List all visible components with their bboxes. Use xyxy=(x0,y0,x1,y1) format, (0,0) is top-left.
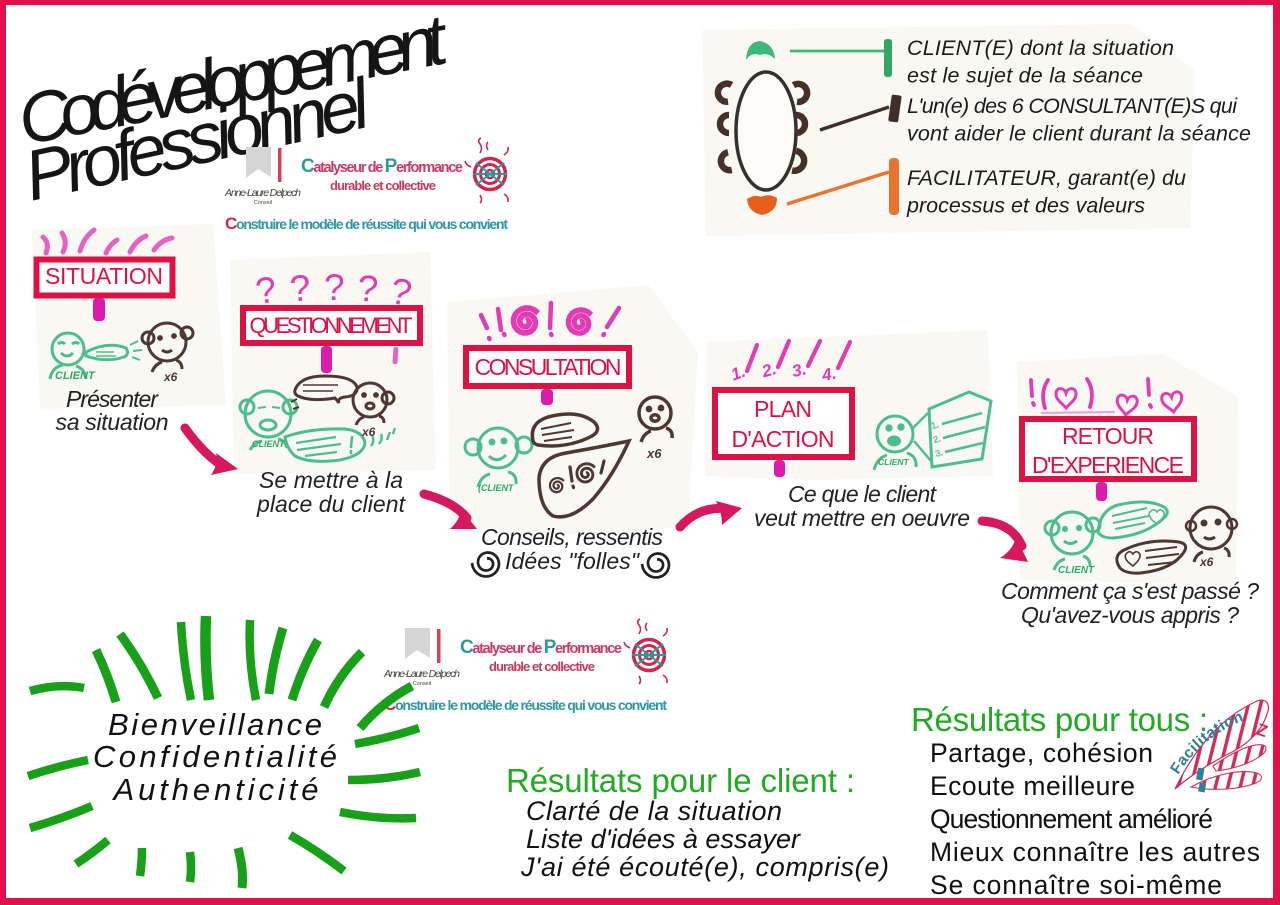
svg-text:sa situation: sa situation xyxy=(56,409,169,435)
svg-text:Résultats pour le client :: Résultats pour le client : xyxy=(506,762,855,799)
svg-text:2.: 2. xyxy=(759,359,779,381)
svg-text:Confidentialité: Confidentialité xyxy=(93,739,337,774)
svg-text:?: ? xyxy=(324,267,345,308)
svg-text:Mieux connaître les autres: Mieux connaître les autres xyxy=(930,837,1260,867)
svg-text:FACILITATEUR, garant(e) du: FACILITATEUR, garant(e) du xyxy=(907,166,1186,190)
svg-text:CLIENT: CLIENT xyxy=(252,439,286,449)
svg-text:1.: 1. xyxy=(728,362,748,385)
svg-text:PLAN: PLAN xyxy=(754,396,812,422)
svg-text:vont aider le client durant la: vont aider le client durant la séance xyxy=(907,122,1251,146)
svg-text:L'un(e) des 6 CONSULTANT(E)S q: L'un(e) des 6 CONSULTANT(E)S qui xyxy=(907,94,1238,118)
svg-text:D'ACTION: D'ACTION xyxy=(732,426,835,452)
svg-text:Conseils, ressentis: Conseils, ressentis xyxy=(481,524,664,550)
svg-text:x6: x6 xyxy=(1199,555,1214,569)
svg-text:Clarté de la situation: Clarté de la situation xyxy=(526,796,782,826)
svg-text:place du client: place du client xyxy=(256,491,407,517)
svg-text:Ce que le client: Ce que le client xyxy=(788,481,938,507)
svg-text:Authenticité: Authenticité xyxy=(112,772,319,807)
svg-text:CLIENT: CLIENT xyxy=(878,457,910,467)
svg-text:Qu'avez-vous appris ?: Qu'avez-vous appris ? xyxy=(1021,602,1239,628)
svg-text:est le sujet de la séance: est le sujet de la séance xyxy=(907,64,1143,88)
svg-text:Ecoute meilleure: Ecoute meilleure xyxy=(930,771,1135,801)
svg-text:Partage, cohésion: Partage, cohésion xyxy=(930,738,1153,768)
svg-text:x6: x6 xyxy=(646,446,662,461)
svg-text:Comment ça s'est passé ?: Comment ça s'est passé ? xyxy=(1001,578,1259,604)
svg-text:Se connaître soi-même: Se connaître soi-même xyxy=(930,870,1222,900)
svg-text:CONSULTATION: CONSULTATION xyxy=(475,354,622,380)
svg-text:x6: x6 xyxy=(361,425,376,439)
svg-text:SITUATION: SITUATION xyxy=(45,263,163,289)
svg-text:x6: x6 xyxy=(163,370,178,384)
svg-text:4.: 4. xyxy=(820,364,838,385)
svg-text:Liste d'idées à essayer: Liste d'idées à essayer xyxy=(526,824,801,854)
svg-text:D'EXPERIENCE: D'EXPERIENCE xyxy=(1032,452,1184,478)
svg-text:Bienveillance: Bienveillance xyxy=(108,707,322,742)
svg-text:Idées "folles": Idées "folles" xyxy=(505,548,641,574)
svg-text:3.: 3. xyxy=(934,447,944,459)
svg-text:Résultats pour tous :: Résultats pour tous : xyxy=(911,701,1208,738)
svg-text:?: ? xyxy=(356,267,380,310)
svg-text:processus et des valeurs: processus et des valeurs xyxy=(906,194,1145,218)
svg-text:Questionnement amélioré: Questionnement amélioré xyxy=(930,804,1213,834)
svg-text:J'ai été écouté(e), compris(e): J'ai été écouté(e), compris(e) xyxy=(520,852,889,882)
svg-text:Se mettre à la: Se mettre à la xyxy=(259,467,403,493)
svg-text:CLIENT(E) dont la situation: CLIENT(E) dont la situation xyxy=(907,36,1174,60)
svg-text:(CLIENT: (CLIENT xyxy=(478,483,515,493)
svg-text:CLIENT: CLIENT xyxy=(1058,565,1095,576)
svg-text:CLIENT: CLIENT xyxy=(55,370,96,382)
svg-text:RETOUR: RETOUR xyxy=(1062,423,1154,449)
svg-text:?: ? xyxy=(288,267,311,309)
svg-text:QUESTIONNEMENT: QUESTIONNEMENT xyxy=(250,313,413,338)
svg-text:2.: 2. xyxy=(932,433,942,445)
svg-text:1.: 1. xyxy=(930,419,940,431)
svg-text:3.: 3. xyxy=(790,359,808,381)
svg-text:veut mettre en oeuvre: veut mettre en oeuvre xyxy=(754,505,970,531)
svg-text:Présenter: Présenter xyxy=(66,386,159,412)
